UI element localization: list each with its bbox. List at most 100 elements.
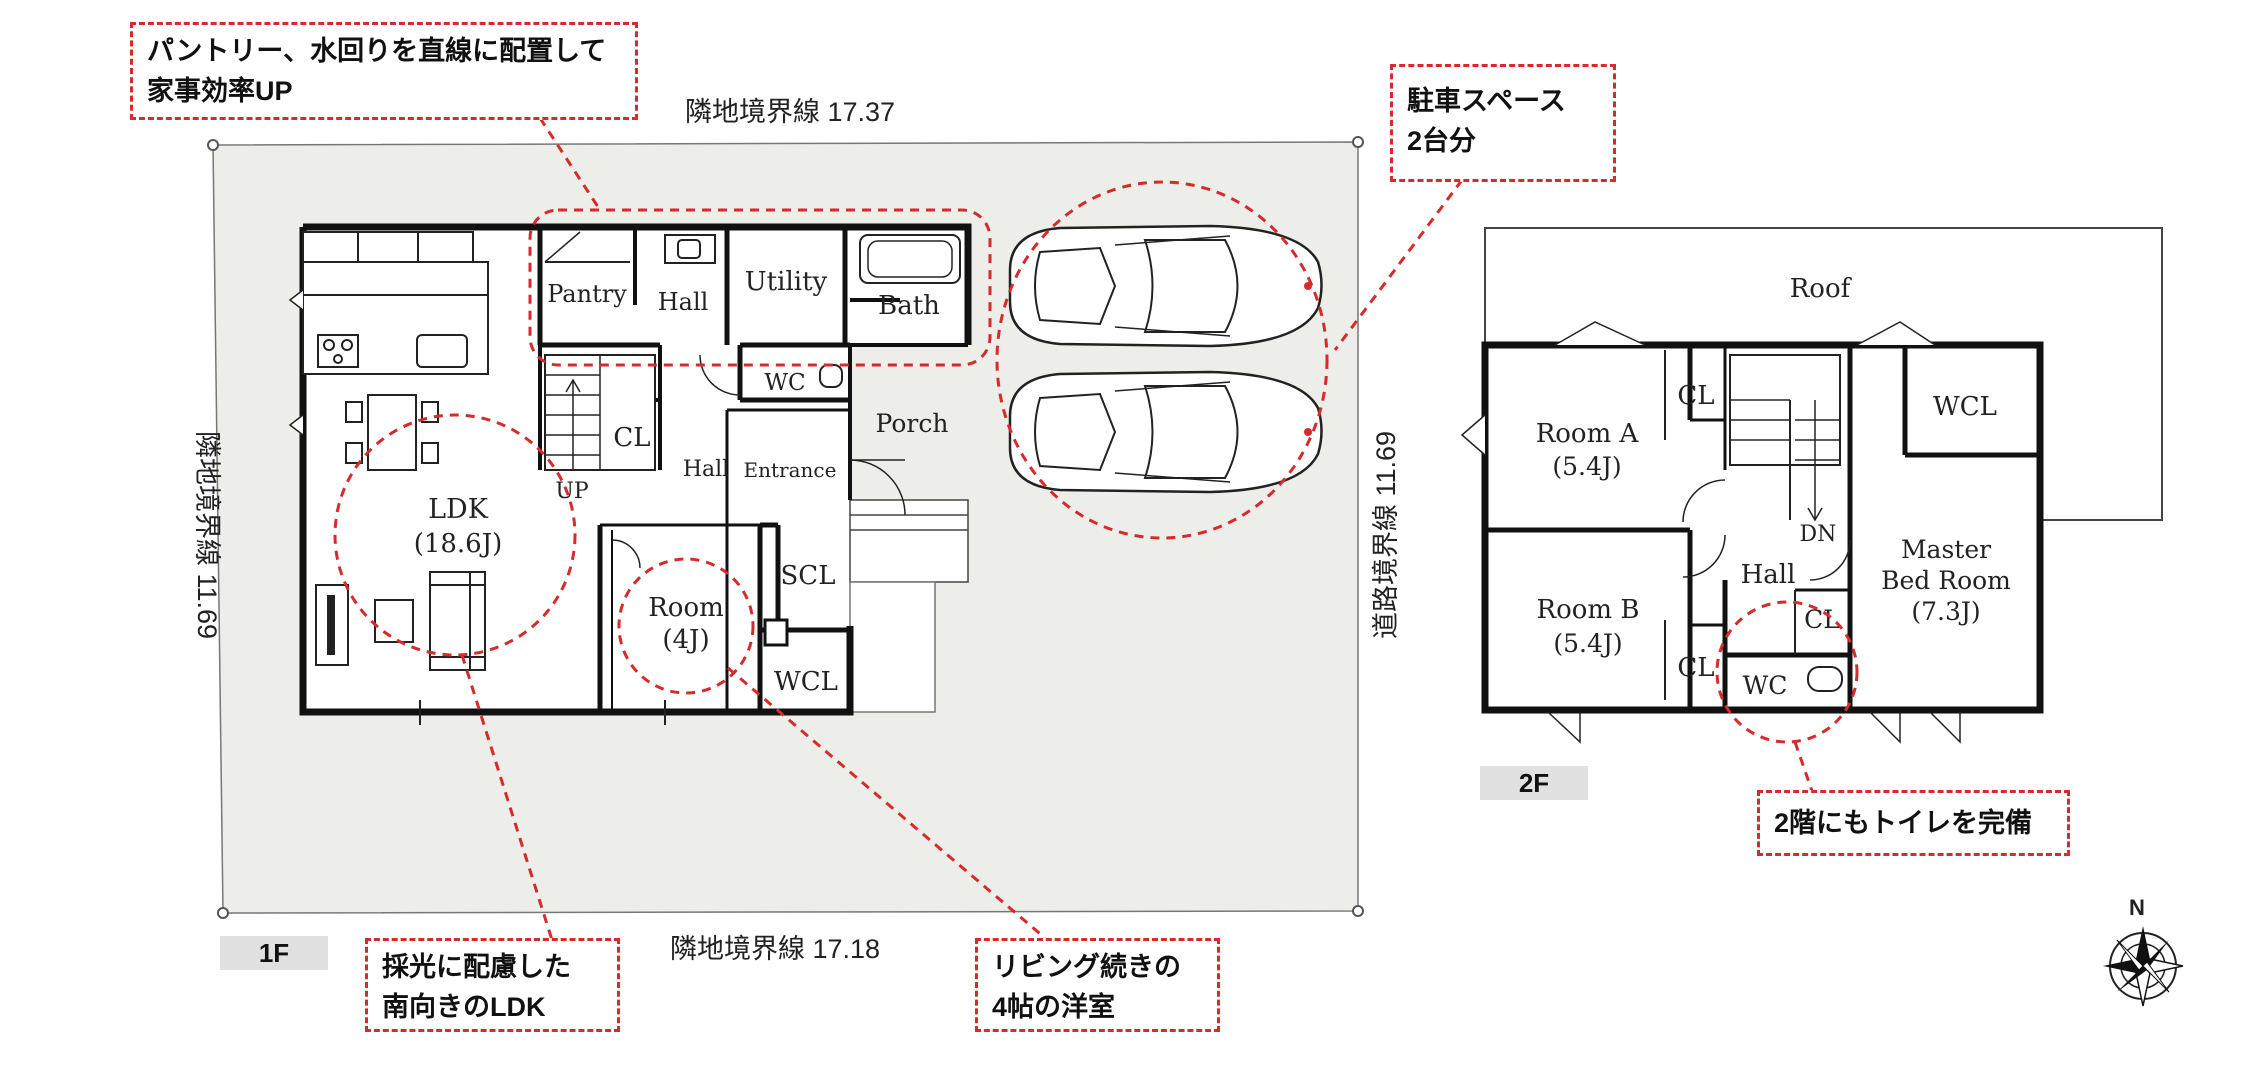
stove-burner-icon bbox=[323, 339, 335, 351]
upper-cabinet bbox=[302, 231, 474, 263]
door-swing bbox=[849, 459, 906, 516]
stove-icon bbox=[317, 334, 359, 368]
stair-label-up: UP bbox=[555, 479, 589, 504]
room-label-pantry: Pantry bbox=[547, 280, 627, 308]
low-table bbox=[374, 599, 414, 643]
callout-toilet: 2階にもトイレを完備 bbox=[1757, 790, 2070, 856]
room-label-hall-upper: Hall bbox=[658, 288, 709, 316]
room-label-room-b: Room B bbox=[1537, 595, 1640, 625]
room-label-hall-lower: Hall bbox=[683, 457, 729, 482]
room-label-wcl: WCL bbox=[774, 667, 838, 697]
floor-tag-2f: 2F bbox=[1480, 766, 1588, 800]
boundary-label-left: 隣地境界線 11.69 bbox=[192, 431, 222, 639]
stair-label-dn: DN bbox=[1800, 522, 1837, 547]
site-corner-marker bbox=[217, 907, 229, 919]
leader-pantry bbox=[538, 117, 602, 211]
bathtub-inner bbox=[867, 240, 953, 278]
room-label-cl: CL bbox=[613, 423, 650, 453]
label-roof: Roof bbox=[1790, 274, 1853, 304]
window-bay bbox=[1554, 321, 1646, 346]
wash-basin-bowl bbox=[677, 239, 701, 259]
room-label-cl-m: CL bbox=[1804, 605, 1840, 634]
callout-toilet-line-1: 2階にもトイレを完備 bbox=[1774, 808, 2033, 838]
balcony-door bbox=[1547, 711, 1581, 744]
room-label-porch: Porch bbox=[876, 409, 949, 438]
stove-burner-icon bbox=[341, 339, 353, 351]
car-bottom bbox=[1008, 370, 1323, 494]
callout-pantry-line-1: パントリー、水回りを直線に配置して bbox=[147, 36, 607, 66]
room-label-cl-a: CL bbox=[1677, 381, 1714, 411]
room-label-master-2: Bed Room bbox=[1881, 566, 2011, 595]
staircase bbox=[1729, 354, 1841, 466]
highlight-ldk bbox=[333, 413, 577, 657]
room-label-room: Room bbox=[648, 593, 724, 623]
room-label-scl: SCL bbox=[781, 561, 836, 591]
boundary-label-top: 隣地境界線 17.37 bbox=[685, 97, 895, 127]
stove-burner-icon bbox=[333, 354, 343, 364]
highlight-wet-area bbox=[528, 208, 992, 367]
room-label-cl-b: CL bbox=[1677, 653, 1714, 683]
highlight-toilet-2f bbox=[1715, 600, 1859, 744]
compass-label: N bbox=[2129, 895, 2145, 920]
room-label-room-size: (4J) bbox=[662, 625, 709, 655]
room-label-room-a: Room A bbox=[1536, 419, 1640, 449]
leader-room bbox=[727, 666, 1046, 940]
room-label-bath: Bath bbox=[878, 291, 940, 321]
toilet-icon bbox=[819, 364, 843, 388]
stair-arrow-head bbox=[1807, 507, 1823, 522]
dining-table bbox=[367, 394, 417, 471]
room-label-wc-2f: WC bbox=[1743, 671, 1788, 700]
room-label-master-size: (7.3J) bbox=[1911, 597, 1980, 626]
leader-toilet bbox=[1793, 741, 1814, 792]
door-swing bbox=[1809, 539, 1851, 581]
approach-path bbox=[849, 581, 936, 713]
site-corner-marker bbox=[1352, 905, 1364, 917]
window-bay bbox=[288, 289, 304, 311]
callout-ldk-line-2: 南向きのLDK bbox=[382, 992, 546, 1022]
window-bay bbox=[288, 414, 304, 436]
highlights bbox=[333, 117, 1859, 941]
toilet-icon bbox=[1807, 666, 1843, 692]
compass-rose-icon bbox=[2103, 926, 2184, 1007]
room-label-utility: Utility bbox=[745, 267, 828, 297]
callout-room-line-2: 4帖の洋室 bbox=[992, 992, 1116, 1022]
callout-ldk-line-1: 採光に配慮した bbox=[382, 952, 571, 982]
room-label-room-a-size: (5.4J) bbox=[1552, 452, 1621, 481]
room-label-wc: WC bbox=[764, 370, 805, 396]
dining-chair bbox=[421, 442, 439, 464]
callout-room-line-1: リビング続きの bbox=[992, 952, 1181, 982]
callout-pantry: パントリー、水回りを直線に配置して 家事効率UP bbox=[130, 22, 638, 120]
tv-screen bbox=[327, 595, 335, 655]
room-label-wcl: WCL bbox=[1933, 392, 1997, 422]
dining-chair bbox=[345, 442, 363, 464]
window-bay bbox=[1856, 321, 1936, 346]
scl-pillar bbox=[763, 618, 789, 647]
callout-ldk: 採光に配慮した 南向きのLDK bbox=[365, 938, 620, 1032]
leader-parking bbox=[1333, 179, 1464, 351]
boundary-label-bottom: 隣地境界線 17.18 bbox=[670, 934, 880, 964]
site-corner-marker bbox=[207, 139, 219, 151]
door-swing bbox=[611, 539, 641, 569]
leader-ldk bbox=[460, 654, 554, 941]
door-swing bbox=[1682, 479, 1726, 523]
pantry-shelf-diagonal bbox=[544, 231, 581, 263]
room-label-hall: Hall bbox=[1741, 560, 1796, 590]
floor1-outer-wall bbox=[299, 227, 854, 716]
balcony-door bbox=[1869, 711, 1901, 744]
callout-room: リビング続きの 4帖の洋室 bbox=[975, 938, 1220, 1032]
kitchen-sink-icon bbox=[416, 334, 468, 368]
callout-parking-line-2: 2台分 bbox=[1407, 126, 1477, 156]
callout-parking: 駐車スペース 2台分 bbox=[1390, 64, 1616, 182]
floor2-plan bbox=[1460, 227, 2163, 744]
window-bay bbox=[1460, 414, 1486, 456]
floor1-outer-wall bbox=[303, 223, 972, 345]
site-corner-marker bbox=[1352, 136, 1364, 148]
door-swing bbox=[699, 354, 741, 396]
room-label-ldk: LDK bbox=[428, 494, 489, 525]
dining-chair bbox=[345, 401, 363, 423]
car-top bbox=[1008, 224, 1323, 348]
room-label-ldk-size: (18.6J) bbox=[414, 529, 503, 559]
room-label-master-1: Master bbox=[1901, 535, 1991, 564]
